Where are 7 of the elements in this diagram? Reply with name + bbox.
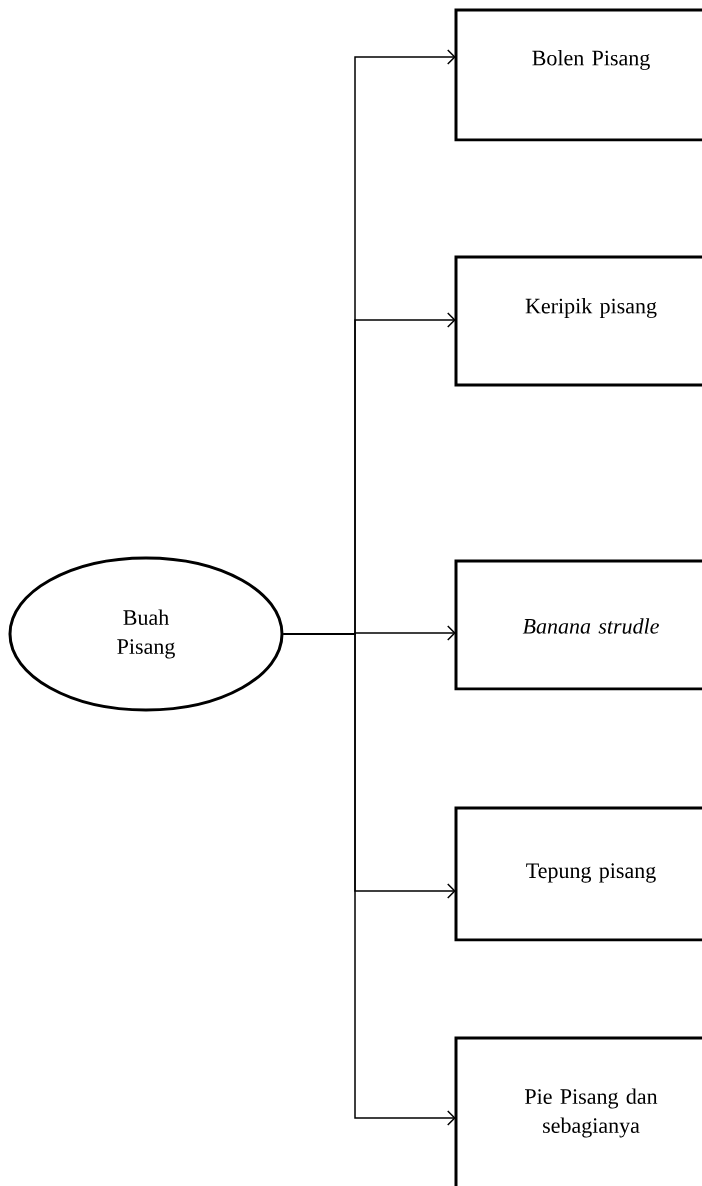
arrow [282, 633, 456, 1126]
process-box: Bolen Pisang [454, 8, 702, 142]
ellipse-node: Buah Pisang [8, 556, 284, 712]
process-box: Keripik pisang [454, 255, 702, 387]
process-box: Tepung pisang [454, 806, 702, 942]
process-box: Pie Pisang dan sebagianya [454, 1036, 702, 1186]
process-box: Banana strudle [454, 559, 702, 691]
